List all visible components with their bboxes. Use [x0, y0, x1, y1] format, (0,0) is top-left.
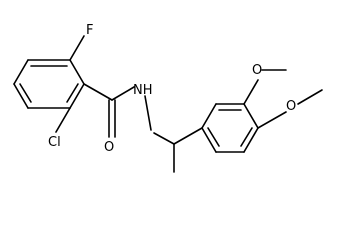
fluorine-label: F — [86, 23, 93, 38]
bond-ring-b-3 — [243, 103, 259, 129]
bond-ring-b-4 — [243, 127, 259, 153]
methoxy-oxygen-3-label: O — [252, 63, 262, 78]
bond-nitrogen-methine — [153, 132, 175, 145]
bond-ring-a-3 — [69, 83, 85, 109]
bond-ring-a-double-2 — [66, 83, 79, 103]
bond-ring-methoxy-3-oxygen — [243, 79, 259, 105]
bond-ring-a-6 — [13, 59, 29, 85]
bond-carbonyl-nitrogen — [111, 86, 135, 101]
bond-ring-carbonyl — [83, 83, 113, 101]
bond-c-chlorine — [55, 107, 71, 133]
bond-ring-methoxy-4-oxygen — [257, 111, 287, 129]
bond-ring-a-5 — [13, 83, 29, 109]
amide-nitrogen-label: NH — [133, 83, 153, 98]
dimethoxyphenyl-ring — [201, 103, 259, 153]
bond-ring-b-double-3 — [207, 127, 220, 147]
bond-nitrogen-methine-link — [144, 95, 152, 131]
bond-ring-a-2 — [69, 59, 85, 85]
bond-ring-b-double-2 — [240, 127, 253, 147]
chlorine-label: Cl — [48, 135, 61, 150]
bond-ring-b-1 — [201, 103, 217, 129]
carbonyl-oxygen-label: O — [104, 140, 114, 155]
bond-ring-a-double-3 — [19, 83, 32, 103]
bond-ring-b-6 — [201, 127, 217, 153]
bond-methine-ring — [173, 127, 203, 145]
bond-c-fluorine — [69, 35, 85, 61]
bond-methoxy-4-oxygen-methyl — [297, 89, 323, 105]
structure-diagram: F Cl O NH O O — [13, 23, 323, 173]
methoxy-oxygen-4-label: O — [286, 99, 296, 114]
benzamide-ring — [13, 59, 85, 109]
